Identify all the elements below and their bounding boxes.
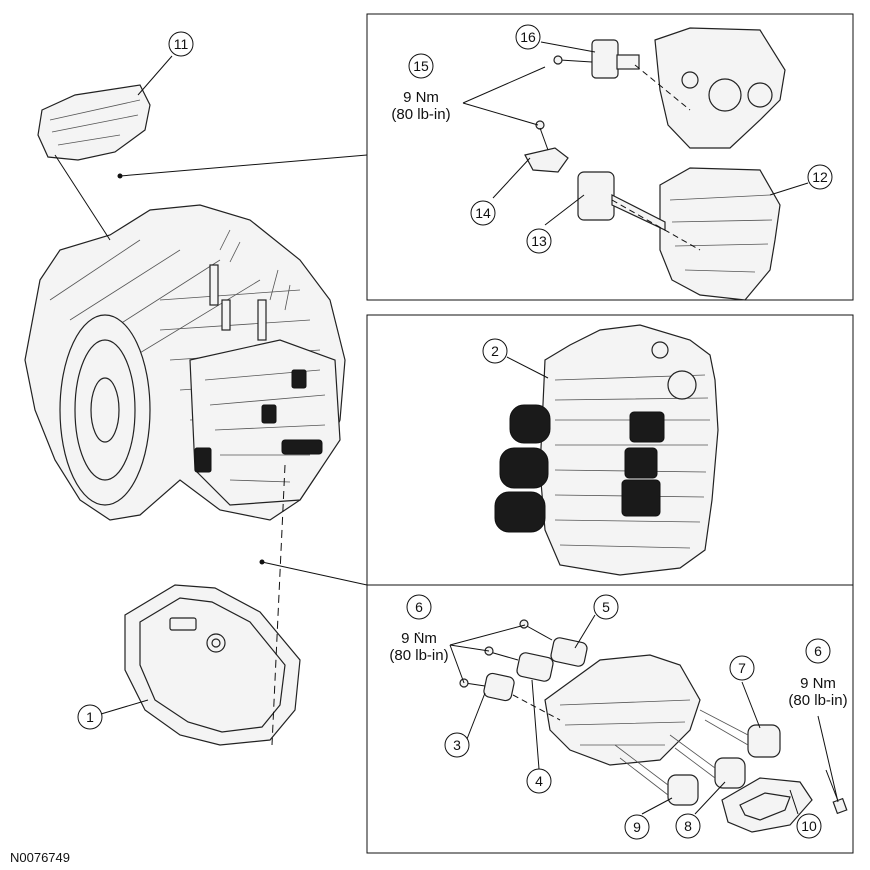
callout-8: 8 bbox=[675, 813, 701, 839]
main-valve-body bbox=[494, 324, 719, 576]
callout-2: 2 bbox=[482, 338, 508, 364]
callout-9: 9 bbox=[624, 814, 650, 840]
torque-lower-right-nm: 9 Nm bbox=[800, 675, 836, 692]
transmission-cover bbox=[37, 84, 151, 161]
callout-10: 10 bbox=[796, 813, 822, 839]
callout-label-7: 7 bbox=[738, 660, 746, 676]
torque-upper-lbin: (80 lb-in) bbox=[391, 106, 450, 123]
callout-circle-15 bbox=[408, 53, 434, 79]
callout-7: 7 bbox=[729, 655, 755, 681]
callout-15: 15 bbox=[408, 53, 434, 79]
callout-circle-4 bbox=[526, 768, 552, 794]
figure-id: N0076749 bbox=[10, 850, 70, 865]
callout-14: 14 bbox=[470, 200, 496, 226]
upper-detail-frame bbox=[366, 13, 854, 301]
callout-1: 1 bbox=[77, 704, 103, 730]
callout-label-12: 12 bbox=[812, 169, 828, 185]
callout-label-10: 10 bbox=[801, 818, 817, 834]
callout-label-3: 3 bbox=[453, 737, 461, 753]
callout-3: 3 bbox=[444, 732, 470, 758]
callout-circle-10 bbox=[796, 813, 822, 839]
callout-circle-16 bbox=[515, 24, 541, 50]
callout-4: 4 bbox=[526, 768, 552, 794]
callout-label-1: 1 bbox=[86, 709, 94, 725]
callout-circle-3 bbox=[444, 732, 470, 758]
leader-dot-lower bbox=[259, 559, 265, 565]
callout-circle-9 bbox=[624, 814, 650, 840]
transmission-assembly bbox=[24, 204, 346, 521]
callout-label-14: 14 bbox=[475, 205, 491, 221]
callout-label-13: 13 bbox=[531, 233, 547, 249]
callout-label-8: 8 bbox=[684, 818, 692, 834]
callout-label-6-right: 6 bbox=[814, 643, 822, 659]
callout-label-16: 16 bbox=[520, 29, 536, 45]
callout-circle-6-right bbox=[805, 638, 831, 664]
callout-circle-7 bbox=[729, 655, 755, 681]
callout-label-9: 9 bbox=[633, 819, 641, 835]
callout-label-15: 15 bbox=[413, 58, 429, 74]
callout-circle-11 bbox=[168, 31, 194, 57]
callout-6-right: 6 bbox=[805, 638, 831, 664]
callout-5: 5 bbox=[593, 594, 619, 620]
callout-label-6-left: 6 bbox=[415, 599, 423, 615]
callout-11: 11 bbox=[168, 31, 194, 57]
torque-lower-right-lbin: (80 lb-in) bbox=[788, 692, 847, 709]
torque-lower-left-nm: 9 Nm bbox=[401, 630, 437, 647]
lower-detail-frame bbox=[366, 584, 854, 854]
callout-circle-1 bbox=[77, 704, 103, 730]
callout-circle-12 bbox=[807, 164, 833, 190]
callout-13: 13 bbox=[526, 228, 552, 254]
leader-lines bbox=[54, 41, 839, 815]
oil-pan bbox=[124, 584, 301, 746]
torque-upper-nm: 9 Nm bbox=[403, 89, 439, 106]
torque-lower-left-lbin: (80 lb-in) bbox=[389, 647, 448, 664]
callout-12: 12 bbox=[807, 164, 833, 190]
callout-label-11: 11 bbox=[174, 36, 189, 52]
callout-circle-2 bbox=[482, 338, 508, 364]
callout-circle-14 bbox=[470, 200, 496, 226]
callout-6-left: 6 bbox=[406, 594, 432, 620]
callout-circle-6-left bbox=[406, 594, 432, 620]
callout-label-4: 4 bbox=[535, 773, 543, 789]
upper-valve-parts bbox=[524, 27, 786, 301]
callout-circle-5 bbox=[593, 594, 619, 620]
lower-valve-parts bbox=[459, 619, 848, 833]
callout-circle-13 bbox=[526, 228, 552, 254]
leader-dot-upper bbox=[117, 173, 123, 179]
callout-label-5: 5 bbox=[602, 599, 610, 615]
callout-label-2: 2 bbox=[491, 343, 499, 359]
callout-circle-8 bbox=[675, 813, 701, 839]
callout-16: 16 bbox=[515, 24, 541, 50]
